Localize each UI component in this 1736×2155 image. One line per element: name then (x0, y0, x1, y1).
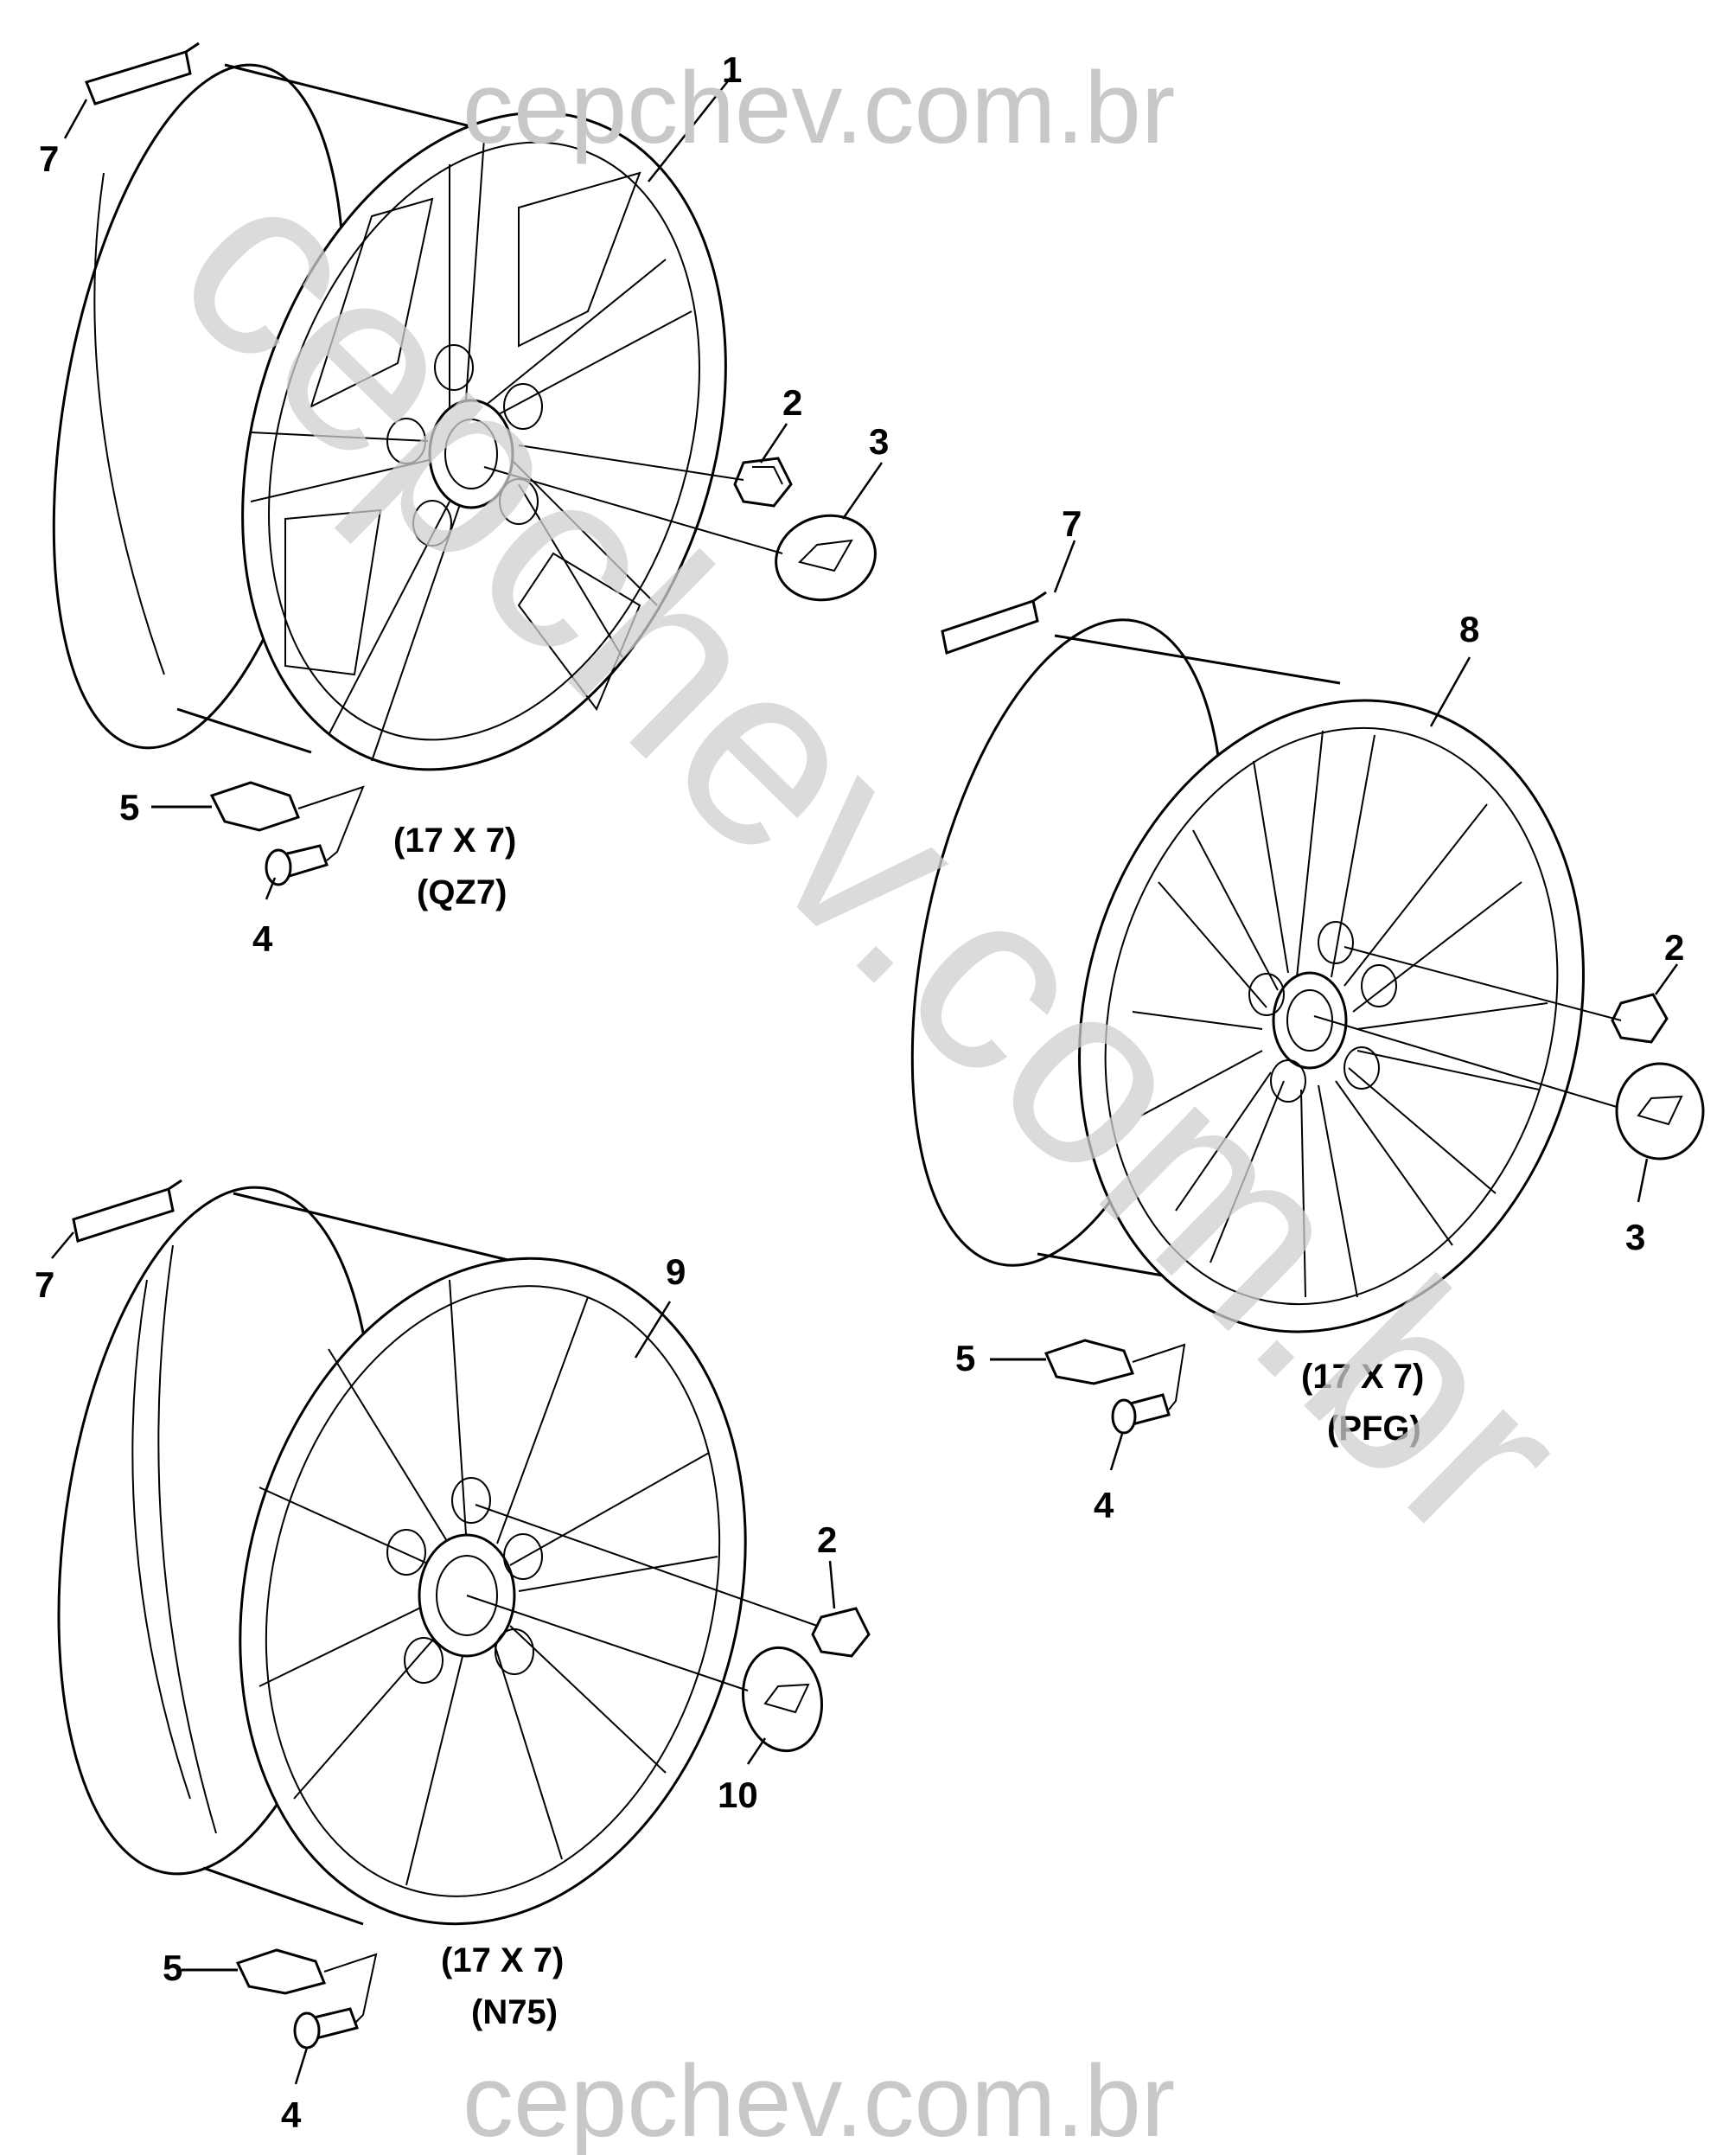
callout-3: 3 (869, 421, 889, 462)
wheel-n75 (57, 1186, 747, 1926)
wheel-qz7 (52, 63, 727, 771)
tpms-sensor-c (182, 1948, 327, 1995)
leaders-wheel-qz7 (63, 77, 884, 900)
lug-nut-c (811, 1607, 871, 1658)
center-cap-b (1615, 1062, 1705, 1161)
callout-4: 4 (281, 2094, 302, 2135)
callout-2: 2 (817, 1519, 837, 1560)
lug-nut-a (733, 457, 793, 508)
callout-4: 4 (1094, 1485, 1114, 1525)
callout-7: 7 (39, 138, 59, 179)
callout-2: 2 (1664, 927, 1684, 968)
watermark-top: cepchev.com.br (463, 51, 1175, 165)
callout-7: 7 (1062, 503, 1082, 544)
spec-code-n75: (N75) (471, 1993, 558, 2031)
spec-size-pfg: (17 X 7) (1301, 1358, 1424, 1396)
leaders-wheel-n75 (51, 1231, 836, 2085)
callout-7: 7 (35, 1264, 54, 1305)
valve-stem-c (293, 2007, 359, 2049)
balance-weight-b (941, 591, 1047, 655)
tpms-sensor-b (990, 1339, 1134, 1385)
center-cap-c (741, 1646, 824, 1753)
leaders-wheel-pfg (1053, 540, 1679, 1471)
watermark-bottom: cepchev.com.br (463, 2044, 1175, 2155)
callout-5: 5 (119, 787, 139, 828)
callout-3: 3 (1625, 1217, 1645, 1257)
tpms-sensor-a (151, 781, 300, 832)
valve-stem-a (265, 844, 329, 886)
spec-size-n75: (17 X 7) (441, 1941, 564, 1979)
spec-code-pfg: (PFG) (1327, 1410, 1421, 1448)
spec-size-qz7: (17 X 7) (393, 822, 516, 860)
callout-2: 2 (782, 382, 802, 423)
balance-weight-a (85, 42, 200, 106)
callout-4: 4 (252, 918, 273, 959)
balance-weight-c (72, 1179, 182, 1243)
wheel-pfg (910, 618, 1585, 1333)
center-cap-a (775, 514, 877, 602)
callout-5: 5 (163, 1947, 182, 1988)
callout-10: 10 (718, 1775, 758, 1815)
callout-1: 1 (722, 49, 742, 90)
callout-5: 5 (955, 1338, 975, 1378)
valve-stem-b (1111, 1393, 1171, 1435)
callout-8: 8 (1459, 609, 1479, 649)
spec-code-qz7: (QZ7) (417, 873, 507, 911)
lug-nut-b (1611, 993, 1669, 1044)
callout-9: 9 (666, 1251, 686, 1292)
